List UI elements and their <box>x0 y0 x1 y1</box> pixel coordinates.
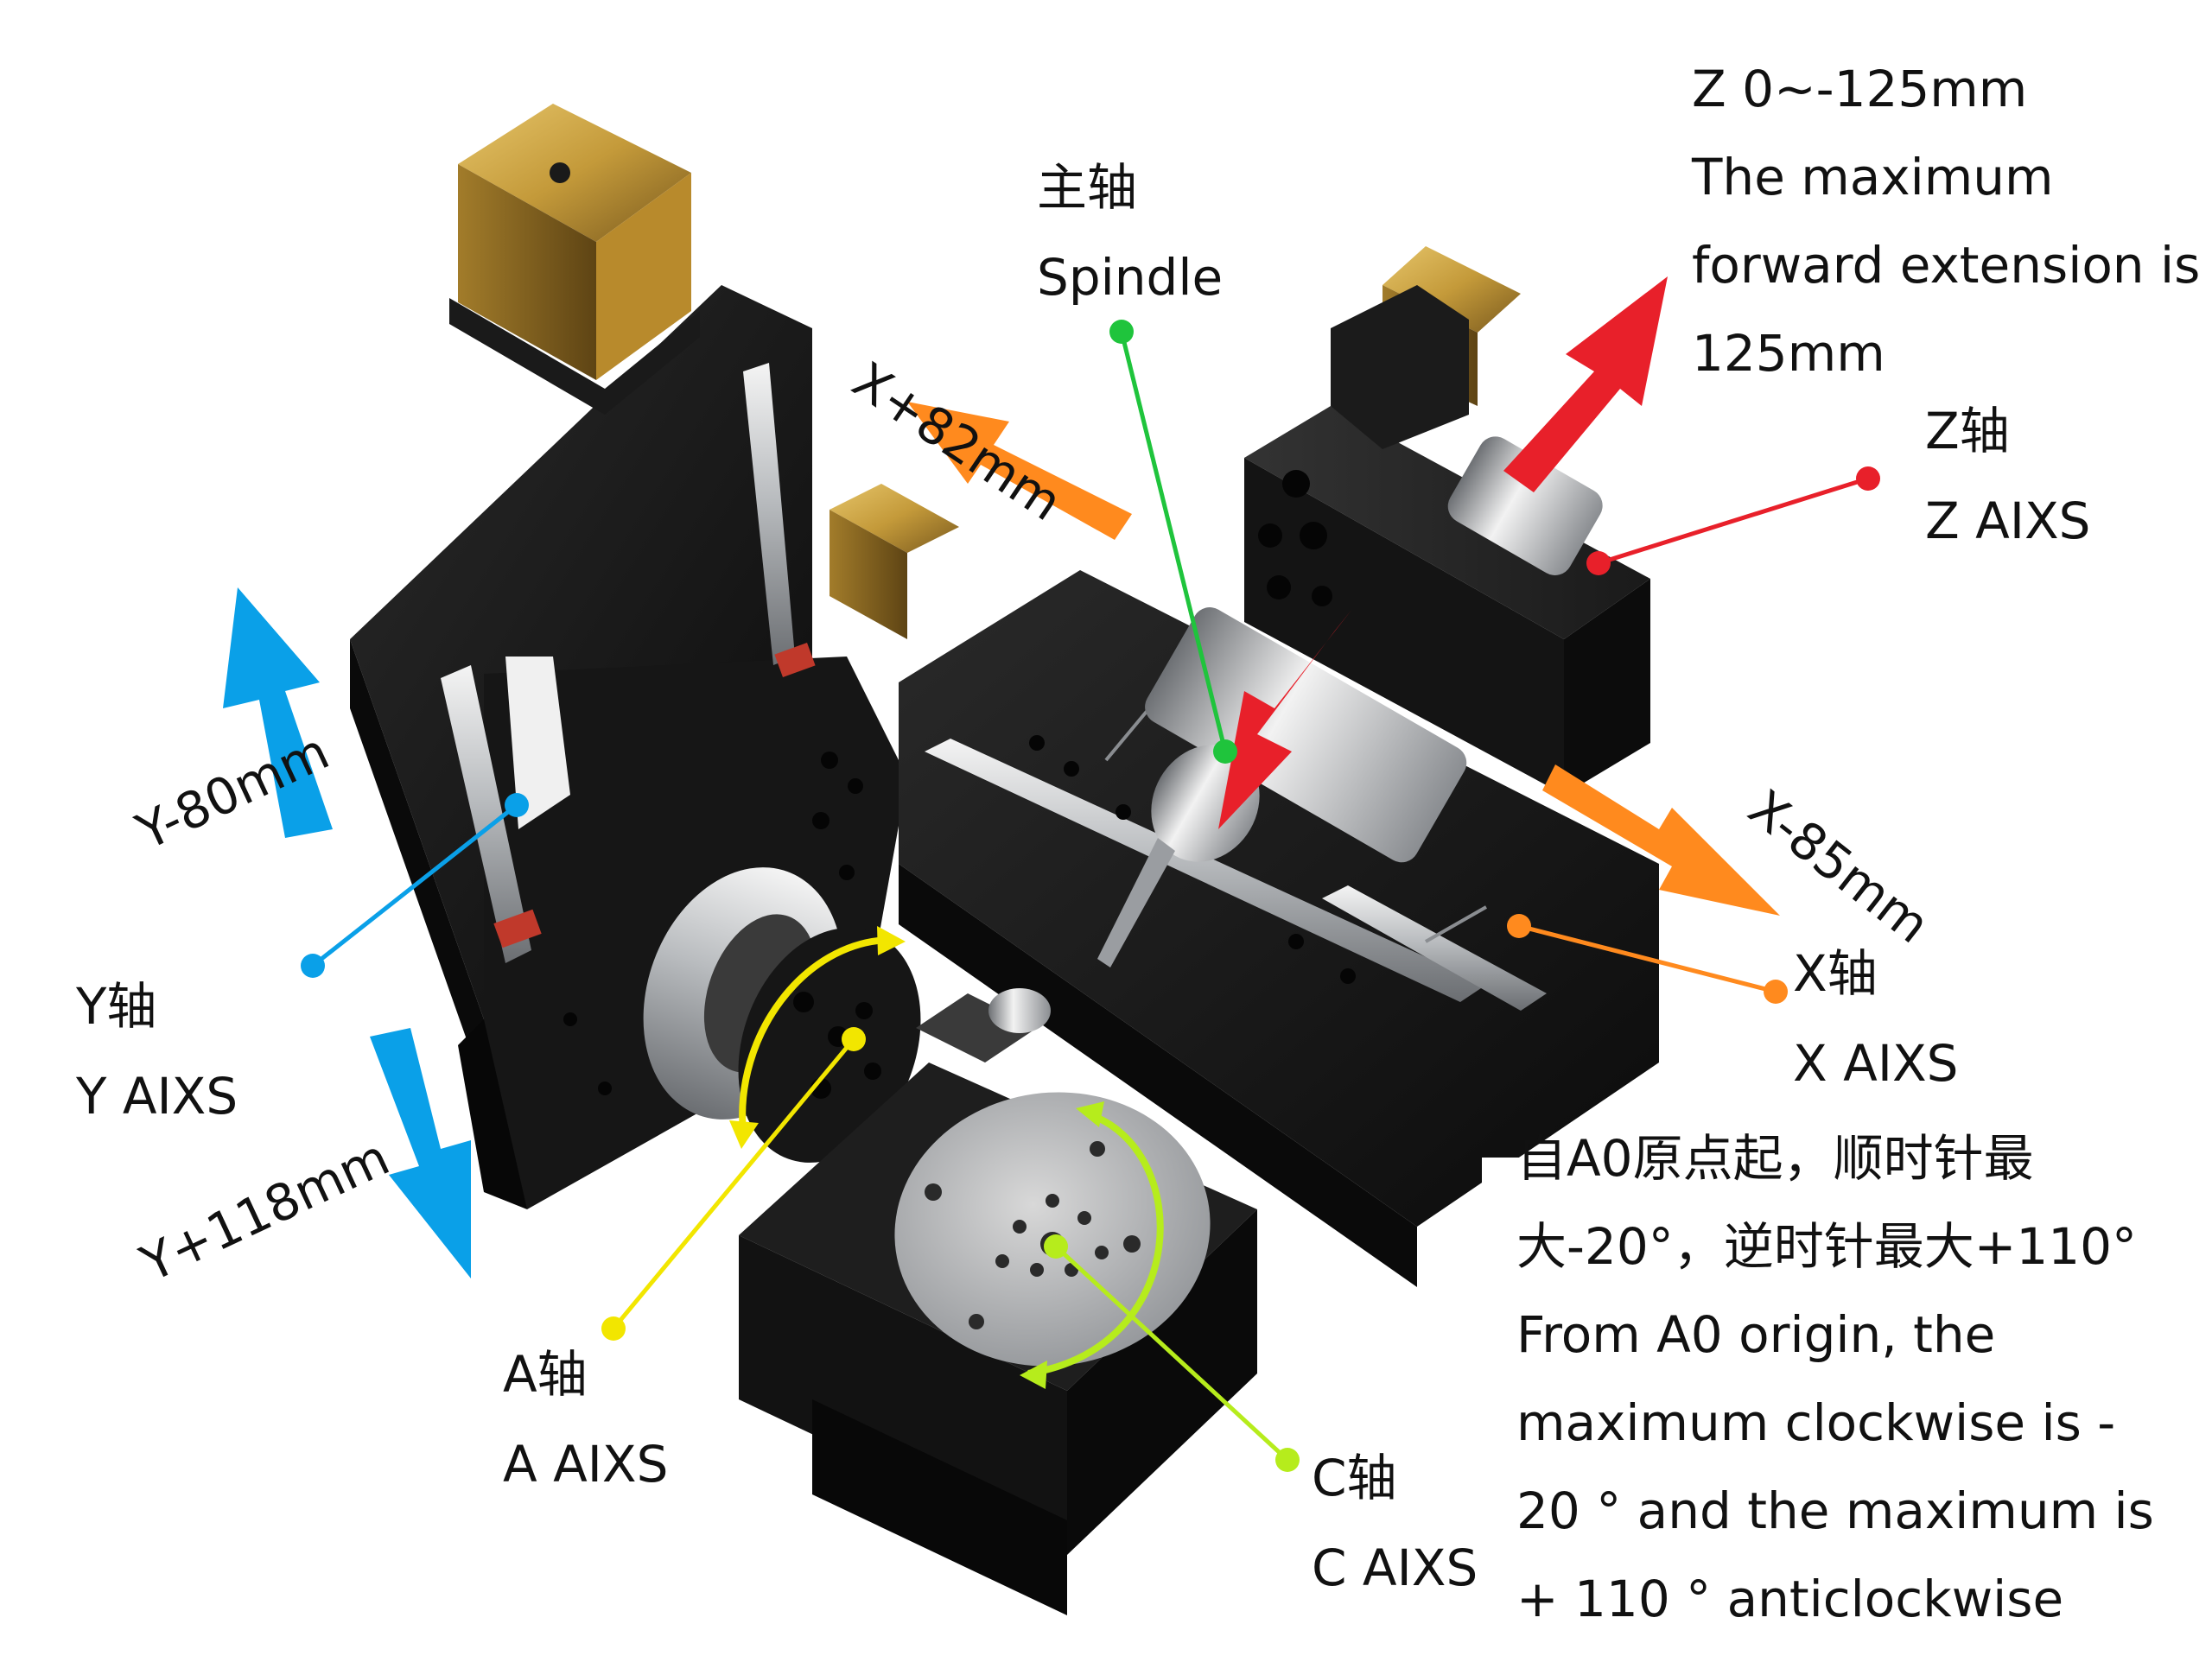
a-note-line: 20 ° and the maximum is <box>1516 1481 2154 1540</box>
z-plus-arrow <box>1503 276 1668 492</box>
z-axis-label-en: Z AIXS <box>1925 492 2091 550</box>
note-background <box>1482 1158 2212 1658</box>
z-travel-line: Z 0~-125mm <box>1692 60 2028 118</box>
x-axis-label: X轴 X AIXS <box>1793 948 1959 1128</box>
x-plus-arrow <box>907 402 1132 540</box>
c-axis-table <box>739 988 1257 1615</box>
x-minus-arrow <box>1542 764 1780 916</box>
a-axis-label: A轴 A AIXS <box>503 1349 668 1529</box>
c-axis-label-zh: C轴 <box>1312 1449 1397 1507</box>
a-axis-label-en: A AIXS <box>503 1435 669 1494</box>
a-axis-range-note: 自A0原点起，顺时针最 大-20°，逆时针最大+110° From A0 ori… <box>1516 1133 2154 1662</box>
y-plus-arrow <box>370 1028 471 1278</box>
spindle-label-en: Spindle <box>1037 248 1224 307</box>
y-minus-arrow <box>223 587 333 838</box>
a-axis-leader <box>601 1027 866 1341</box>
a-note-line: 自A0原点起，顺时针最 <box>1516 1129 2034 1188</box>
y-axis-leader <box>301 793 529 978</box>
y-axis-label-en: Y AIXS <box>76 1067 238 1126</box>
spindle-label: 主轴 Spindle <box>1037 162 1223 342</box>
c-rotation-arrow <box>1027 1111 1164 1377</box>
a-axis-rotary <box>643 867 921 1163</box>
z-travel-line: 125mm <box>1692 324 1885 383</box>
c-axis-leader <box>1044 1234 1300 1472</box>
z-axis-label: Z轴 Z AIXS <box>1925 406 2091 586</box>
z-axis-leader <box>1586 466 1880 575</box>
x-motor <box>830 484 959 639</box>
y-axis-label: Y轴 Y AIXS <box>76 981 238 1161</box>
spindle-leader <box>1109 320 1237 764</box>
z-travel-label: Z 0~-125mm The maximum forward extension… <box>1692 64 2200 416</box>
x-axis-label-zh: X轴 <box>1793 944 1878 1003</box>
z-travel-line: forward extension is <box>1692 236 2201 295</box>
x-axis-label-en: X AIXS <box>1793 1034 1959 1093</box>
z-axis-label-zh: Z轴 <box>1925 402 2010 460</box>
a-note-line: 大-20°，逆时针最大+110° <box>1516 1217 2138 1276</box>
a-rotation-arrow <box>739 936 891 1132</box>
a-note-line: maximum clockwise is - <box>1516 1393 2116 1452</box>
z-travel-line: The maximum <box>1692 148 2054 206</box>
z-minus-arrow <box>1218 609 1352 829</box>
spindle-label-zh: 主轴 <box>1037 158 1138 217</box>
z-axis-block <box>1097 246 1650 967</box>
c-axis-label-en: C AIXS <box>1312 1538 1478 1597</box>
a-note-line: From A0 origin, the <box>1516 1305 1996 1364</box>
a-axis-label-zh: A轴 <box>503 1345 588 1404</box>
a-note-line: + 110 ° anticlockwise <box>1516 1570 2064 1628</box>
x-axis-leader <box>1507 914 1788 1004</box>
y-motor <box>449 104 700 415</box>
c-axis-label: C轴 C AIXS <box>1312 1453 1478 1633</box>
y-axis-label-zh: Y轴 <box>76 977 157 1036</box>
x-axis-base <box>899 570 1659 1287</box>
